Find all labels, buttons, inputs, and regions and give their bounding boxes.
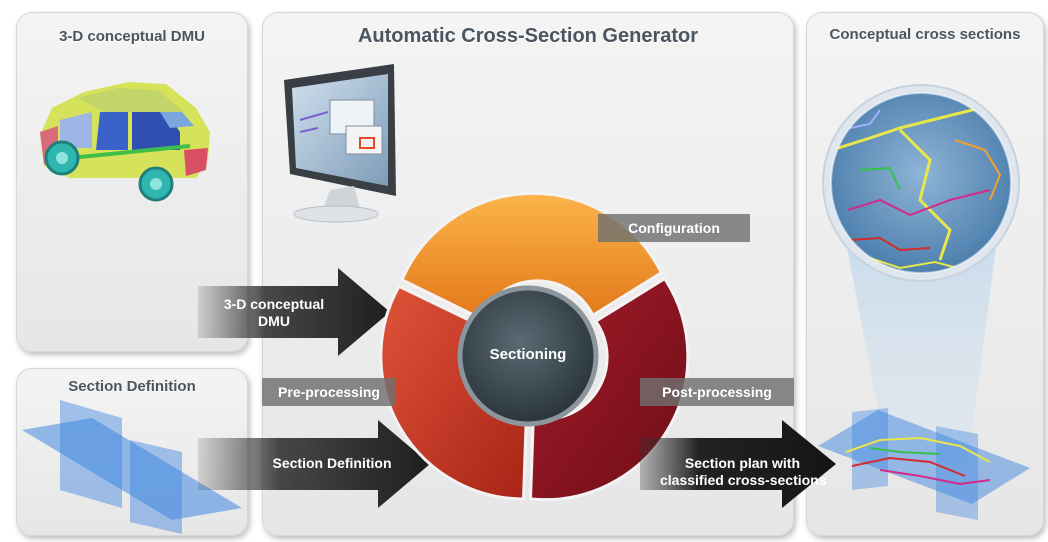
post-processing-label: Post-processing [640,378,794,406]
dmu-panel: 3-D conceptual DMU [16,12,248,352]
monitor-icon [284,64,396,223]
arrow-output-line2: classified cross-sections [660,472,827,488]
arrow-section-definition [198,420,430,508]
output-panel-title: Conceptual cross sections [829,26,1021,43]
configuration-label: Configuration [598,214,750,242]
dmu-panel-title: 3-D conceptual DMU [59,28,205,45]
pre-processing-label: Pre-processing [262,378,396,406]
magnifier-icon [822,84,1020,462]
sectioning-label: Sectioning [489,346,567,363]
arrow-dmu-line1: 3-D conceptual [223,296,325,312]
arrow-dmu-label: 3-D conceptual DMU [214,296,334,330]
arrow-output-line1: Section plan with [684,455,800,471]
arrow-dmu [198,268,390,356]
cross-section-planes-icon [818,408,1030,520]
arrow-output [640,420,836,508]
sectioning-core [457,285,599,427]
generator-title: Automatic Cross-Section Generator [357,25,699,47]
arrow-dmu-line2: DMU [258,313,290,329]
arrow-section-label: Section Definition [272,455,392,471]
section-planes-icon [22,400,242,534]
segment-configuration [400,191,664,321]
car-model-icon [40,82,210,202]
section-panel-title: Section Definition [68,378,196,395]
arrow-output-label: Section plan with classified cross-secti… [660,455,827,489]
